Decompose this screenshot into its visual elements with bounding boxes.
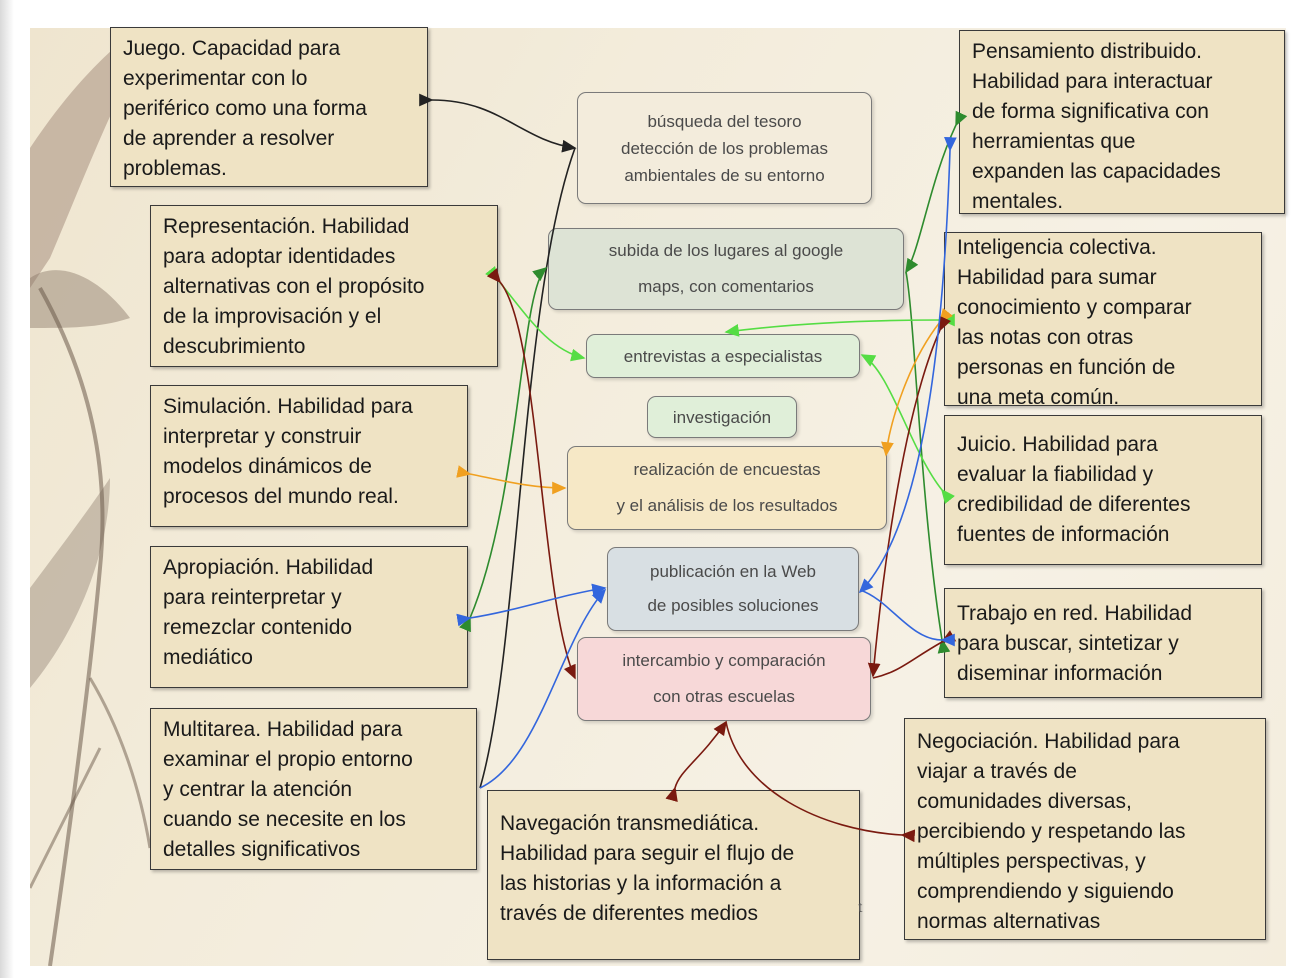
skill-juicio-text: Juicio. Habilidad para evaluar la fiabil… — [957, 433, 1191, 546]
skill-representacion: Representación. Habilidad para adoptar i… — [150, 205, 498, 367]
activity-publicacion-text: publicación en la Web de posibles soluci… — [647, 562, 819, 615]
skill-juego: Juego. Capacidad para experimentar con l… — [110, 27, 428, 187]
skill-juego-text: Juego. Capacidad para experimentar con l… — [123, 37, 367, 180]
activity-subida: subida de los lugares al google maps, co… — [548, 228, 904, 310]
skill-navegacion-text: Navegación transmediática. Habilidad par… — [500, 812, 795, 925]
skill-pensamiento-text: Pensamiento distribuido. Habilidad para … — [972, 40, 1221, 213]
skill-simulacion: Simulación. Habilidad para interpretar y… — [150, 385, 468, 527]
skill-representacion-text: Representación. Habilidad para adoptar i… — [163, 215, 425, 358]
activity-encuestas-text: realización de encuestas y el análisis d… — [616, 460, 838, 515]
page-edge-shadow — [0, 0, 14, 978]
skill-pensamiento: Pensamiento distribuido. Habilidad para … — [959, 30, 1285, 214]
activity-publicacion: publicación en la Web de posibles soluci… — [607, 547, 859, 631]
activity-encuestas: realización de encuestas y el análisis d… — [567, 446, 887, 530]
skill-simulacion-text: Simulación. Habilidad para interpretar y… — [163, 395, 413, 508]
activity-investigacion-text: investigación — [672, 407, 772, 427]
activity-entrevistas: entrevistas a especialistas — [586, 334, 860, 378]
activity-busqueda-text: búsqueda del tesoro detección de los pro… — [621, 111, 828, 185]
skill-apropiacion: Apropiación. Habilidad para reinterpreta… — [150, 546, 468, 688]
skill-juicio: Juicio. Habilidad para evaluar la fiabil… — [944, 415, 1262, 565]
skill-inteligencia: Inteligencia colectiva. Habilidad para s… — [944, 232, 1262, 409]
skill-inteligencia-text: Inteligencia colectiva. Habilidad para s… — [957, 236, 1192, 409]
skill-trabajo-text: Trabajo en red. Habilidad para buscar, s… — [957, 602, 1193, 685]
skill-navegacion: Navegación transmediática. Habilidad par… — [487, 790, 860, 960]
skill-negociacion-text: Negociación. Habilidad para viajar a tra… — [917, 730, 1186, 933]
activity-intercambio: intercambio y comparación con otras escu… — [577, 637, 871, 721]
activity-busqueda: búsqueda del tesoro detección de los pro… — [577, 92, 872, 204]
activity-entrevistas-text: entrevistas a especialistas — [623, 346, 823, 366]
skill-multitarea-text: Multitarea. Habilidad para examinar el p… — [163, 718, 413, 861]
skill-trabajo: Trabajo en red. Habilidad para buscar, s… — [944, 588, 1262, 698]
activity-intercambio-text: intercambio y comparación con otras escu… — [622, 651, 826, 706]
activity-investigacion: investigación — [647, 396, 797, 438]
skill-apropiacion-text: Apropiación. Habilidad para reinterpreta… — [163, 556, 374, 669]
activity-subida-text: subida de los lugares al google maps, co… — [608, 241, 844, 296]
skill-negociacion: Negociación. Habilidad para viajar a tra… — [904, 718, 1266, 940]
skill-multitarea: Multitarea. Habilidad para examinar el p… — [150, 708, 477, 870]
